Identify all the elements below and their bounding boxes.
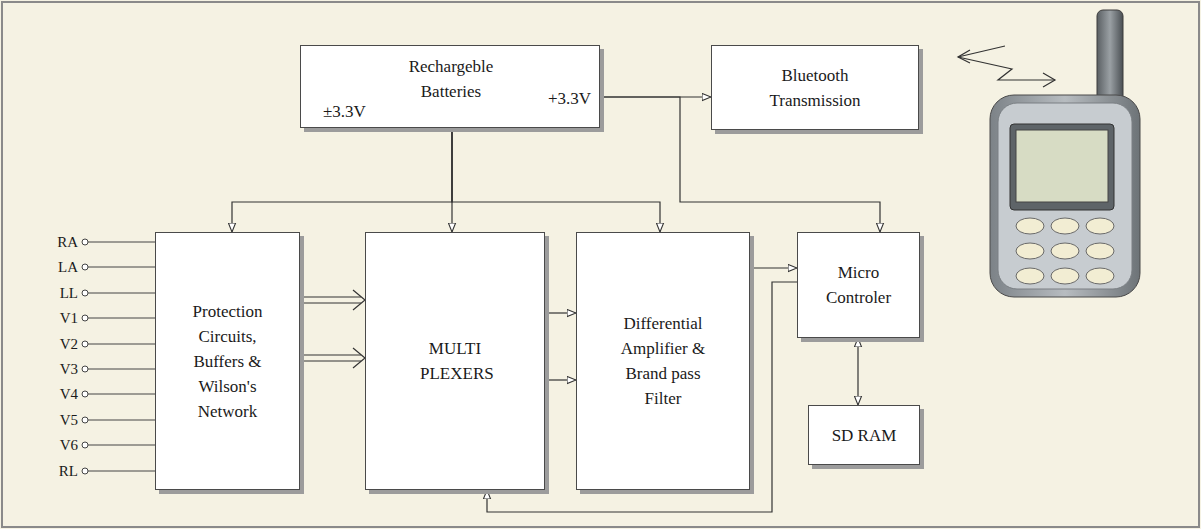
- bluetooth-box: Bluetooth Transmission: [711, 45, 919, 130]
- protection-box: Protection Circuits, Buffers & Wilson's …: [155, 232, 300, 490]
- battery-box: Rechargeble Batteries +3.3V ±3.3V: [300, 45, 600, 128]
- block-label: Rechargeble Batteries: [391, 54, 511, 104]
- bus-arrow: [300, 348, 365, 368]
- block-label: Differential Amplifier & Brand pass Filt…: [608, 311, 718, 411]
- signal-arrow: [232, 128, 452, 232]
- amplifier-filter-box: Differential Amplifier & Brand pass Filt…: [576, 232, 750, 490]
- voltage-label: ±3.3V: [323, 99, 366, 124]
- electrode-label: V6: [38, 436, 78, 454]
- memory-box: SD RAM: [808, 405, 920, 465]
- multiplexer-box: MULTI PLEXERS: [365, 232, 545, 490]
- signal-arrow: [452, 128, 660, 232]
- electrode-label: V2: [38, 335, 78, 353]
- signal-arrow: [858, 338, 859, 405]
- mobile-phone: [990, 10, 1140, 297]
- wireless-symbol: [958, 46, 1055, 87]
- signal-arrow: [545, 313, 576, 314]
- signal-arrow: [750, 268, 797, 269]
- signal-arrow: [545, 380, 576, 381]
- electrode-leads: [82, 239, 155, 474]
- electrode-label: V5: [38, 411, 78, 429]
- electrode-label: V4: [38, 385, 78, 403]
- bus-arrow: [300, 290, 365, 310]
- microcontroller-box: Micro Controler: [797, 232, 920, 338]
- block-label: Bluetooth Transmission: [750, 63, 880, 113]
- block-label: MULTI PLEXERS: [420, 336, 490, 386]
- electrode-label: LL: [38, 284, 78, 302]
- electrode-label: LA: [38, 258, 78, 276]
- block-label: Protection Circuits, Buffers & Wilson's …: [182, 299, 274, 424]
- electrode-label: RA: [38, 233, 78, 251]
- block-label: Micro Controler: [809, 260, 909, 310]
- electrode-label: RL: [38, 462, 78, 480]
- electrode-label: V1: [38, 309, 78, 327]
- block-label: SD RAM: [832, 423, 897, 448]
- voltage-label: +3.3V: [548, 86, 591, 111]
- electrode-label: V3: [38, 360, 78, 378]
